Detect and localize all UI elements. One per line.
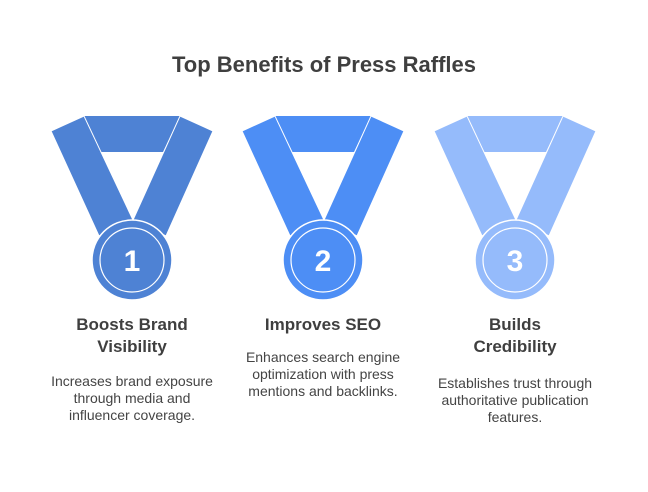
ribbon-band [467, 116, 563, 152]
ribbon-band [275, 116, 371, 152]
medal-disc [282, 219, 364, 301]
medal-icon-1: 1 [50, 115, 214, 301]
medal-icon-2: 2 [241, 115, 405, 301]
medal-disc [474, 219, 556, 301]
medal-inner-ring [99, 227, 165, 293]
medal-inner-ring [482, 227, 548, 293]
benefit-heading: Improves SEO [264, 315, 382, 334]
ribbon-right-strap [132, 115, 214, 237]
benefit-description: Increases brand exposure through media a… [51, 373, 213, 423]
ribbon-right-strap [323, 115, 405, 237]
page-title: Top Benefits of Press Raffles [172, 52, 476, 77]
medal-inner-ring [290, 227, 356, 293]
benefit-description: Establishes trust through authoritative … [437, 375, 593, 425]
benefit-description: Enhances search engine optimization with… [245, 349, 401, 399]
medal-icon-3: 3 [433, 115, 597, 301]
ribbon-right-strap [515, 115, 597, 237]
medal-number: 1 [124, 245, 141, 278]
benefit-heading: Boosts Brand Visibility [76, 315, 188, 356]
benefit-heading: Builds Credibility [473, 315, 557, 356]
medal-number: 2 [315, 245, 332, 278]
medal-disc [91, 219, 173, 301]
ribbon-band [84, 116, 180, 152]
medal-number: 3 [507, 245, 524, 278]
